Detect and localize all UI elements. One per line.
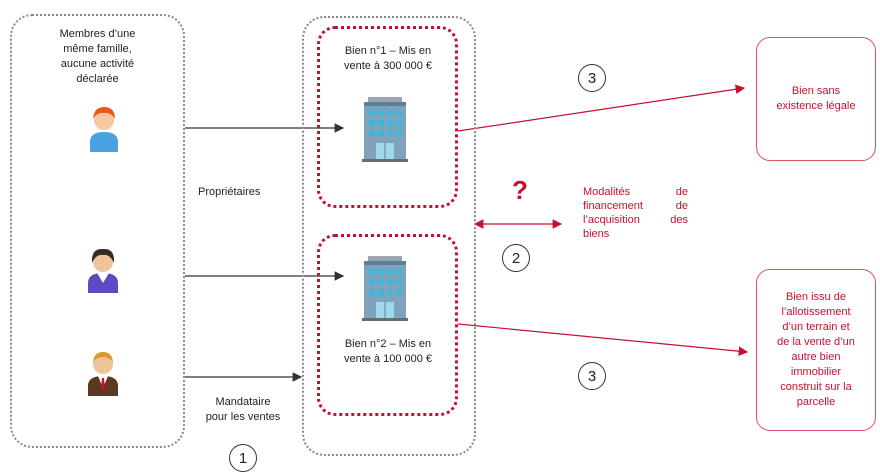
outcome-bottom-line: immobilier xyxy=(790,366,842,378)
property-2-label: Bien n°2 – Mis en vente à 100 000 € xyxy=(322,337,454,367)
outcome-bottom-line: de la vente d’un xyxy=(777,336,855,348)
family-label: Membres d’une même famille, aucune activ… xyxy=(20,27,175,87)
agent-label-line2: pour les ventes xyxy=(205,411,281,423)
arrow-property2-to-outcome-bottom xyxy=(457,323,749,356)
properties-group xyxy=(302,16,476,456)
property-1-label: Bien n°1 – Mis en vente à 300 000 € xyxy=(322,44,454,74)
agent-label-line1: Mandataire xyxy=(215,396,271,408)
family-label-line: déclarée xyxy=(76,73,119,85)
building-icon xyxy=(362,256,408,321)
outcome-bottom-text: Bien issu de l’allotissement d’un terrai… xyxy=(777,290,855,410)
property-1-label-line2: vente à 300 000 € xyxy=(343,60,433,72)
outcome-bottom-line: l’allotissement xyxy=(781,306,851,318)
step-3-marker-top: 3 xyxy=(578,64,606,92)
outcome-bottom-line: parcelle xyxy=(796,396,836,408)
step-2-marker: 2 xyxy=(502,244,530,272)
person-dark-hair-icon xyxy=(88,248,118,293)
outcome-bottom-box: Bien issu de l’allotissement d’un terrai… xyxy=(756,269,876,431)
outcome-top-text: Bien sans existence légale xyxy=(777,84,856,114)
building-icon xyxy=(362,97,408,162)
financing-label-line: Modalités de xyxy=(583,186,688,198)
person-suit-icon xyxy=(88,352,118,396)
property-1-box xyxy=(317,26,458,208)
outcome-bottom-line: autre bien xyxy=(791,351,841,363)
outcome-bottom-line: construit sur la xyxy=(780,381,852,393)
outcome-top-box: Bien sans existence légale xyxy=(756,37,876,161)
financing-label-line: biens xyxy=(583,228,610,240)
property-1-label-line1: Bien n°1 – Mis en xyxy=(344,45,432,57)
step-3-marker-bottom: 3 xyxy=(578,362,606,390)
outcome-top-line: existence légale xyxy=(776,100,856,112)
person-orange-hair-icon xyxy=(90,107,118,152)
financing-label-line: l’acquisition des xyxy=(583,214,688,226)
family-label-line: même famille, xyxy=(63,43,132,55)
question-mark: ? xyxy=(512,175,528,205)
family-group xyxy=(10,14,185,448)
family-label-line: Membres d’une xyxy=(59,28,136,40)
outcome-bottom-line: d’un terrain et xyxy=(782,321,850,333)
financing-label-line: financement de xyxy=(583,200,688,212)
outcome-bottom-line: Bien issu de xyxy=(786,291,846,303)
step-1-marker: 1 xyxy=(229,444,257,472)
owners-label: Propriétaires xyxy=(198,186,261,198)
property-2-label-line2: vente à 100 000 € xyxy=(343,353,433,365)
agent-label: Mandataire pour les ventes xyxy=(178,395,308,425)
property-2-label-line1: Bien n°2 – Mis en xyxy=(344,338,432,350)
family-label-line: aucune activité xyxy=(60,58,135,70)
outcome-top-line: Bien sans xyxy=(791,85,841,97)
financing-label: Modalités de financement de l’acquisitio… xyxy=(583,185,688,241)
property-2-box xyxy=(317,234,458,416)
arrow-property1-to-outcome-top xyxy=(457,84,746,132)
